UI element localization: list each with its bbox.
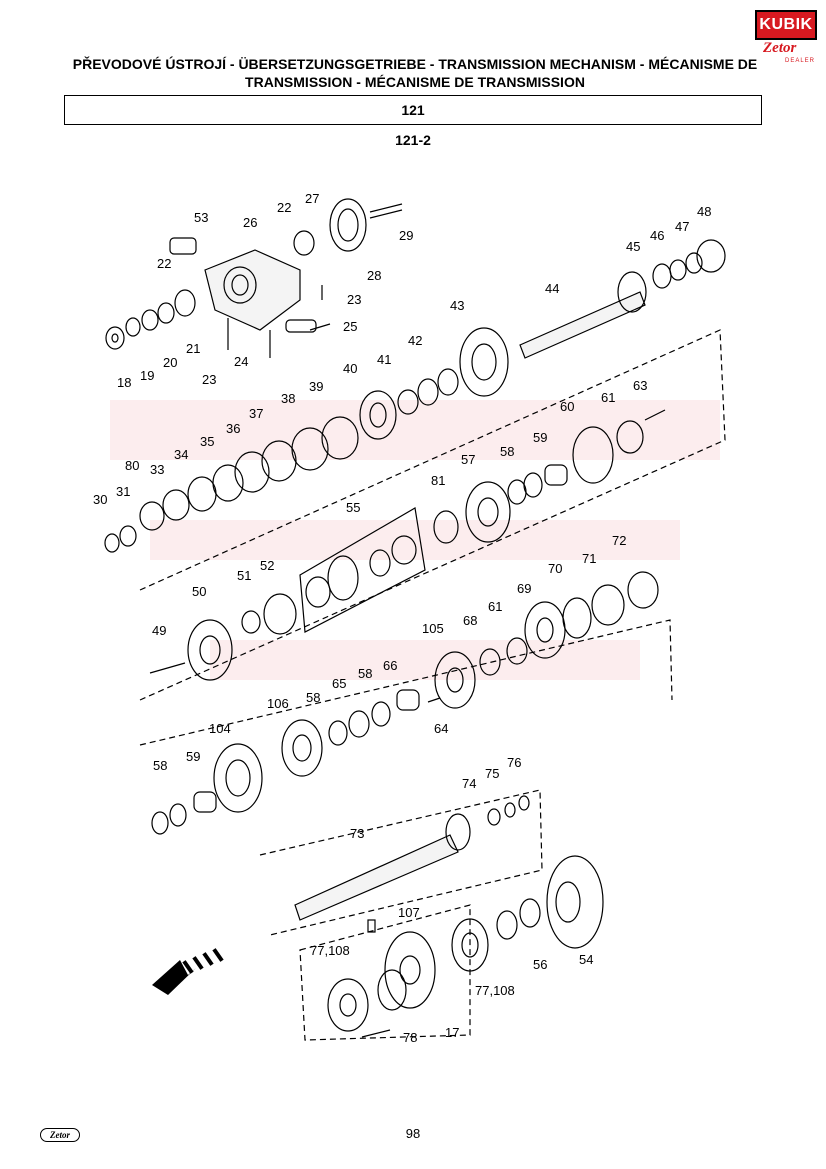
callout-label: 106 (267, 696, 289, 711)
callout-label: 64 (434, 721, 448, 736)
callout-label: 23 (202, 372, 216, 387)
callout-label: 76 (507, 755, 521, 770)
callout-label: 40 (343, 361, 357, 376)
callout-label: 33 (150, 462, 164, 477)
callout-label: 52 (260, 558, 274, 573)
callout-label: 59 (186, 749, 200, 764)
callout-label: 107 (398, 905, 420, 920)
callout-label: 23 (347, 292, 361, 307)
callout-label: 26 (243, 215, 257, 230)
callout-label: 35 (200, 434, 214, 449)
callout-label: 17 (445, 1025, 459, 1040)
callout-label: 37 (249, 406, 263, 421)
callout-label: 54 (579, 952, 593, 967)
callout-label: 18 (117, 375, 131, 390)
logo-brand-text: Zetor (763, 40, 797, 56)
callout-label: 78 (403, 1030, 417, 1045)
callout-label: 69 (517, 581, 531, 596)
callout-label: 22 (277, 200, 291, 215)
callout-label: 66 (383, 658, 397, 673)
callout-label: 38 (281, 391, 295, 406)
callout-label: 58 (358, 666, 372, 681)
callout-label: 56 (533, 957, 547, 972)
callout-label: 61 (488, 599, 502, 614)
callout-label: 59 (533, 430, 547, 445)
callout-label: 43 (450, 298, 464, 313)
callout-label: 73 (350, 826, 364, 841)
callout-label: 77,108 (310, 943, 350, 958)
callout-label: 81 (431, 473, 445, 488)
callout-label: 20 (163, 355, 177, 370)
callout-label: 27 (305, 191, 319, 206)
callout-label: 57 (461, 452, 475, 467)
callout-label: 22 (157, 256, 171, 271)
callout-label: 65 (332, 676, 346, 691)
dealer-logo: KUBIK Zetor DEALER (755, 10, 817, 68)
callout-label: 55 (346, 500, 360, 515)
callout-label: 28 (367, 268, 381, 283)
callout-label: 53 (194, 210, 208, 225)
callout-label: 58 (306, 690, 320, 705)
callout-label: 47 (675, 219, 689, 234)
callout-label: 30 (93, 492, 107, 507)
callout-label: 75 (485, 766, 499, 781)
callout-label: 29 (399, 228, 413, 243)
callout-label: 24 (234, 354, 248, 369)
callout-label: 39 (309, 379, 323, 394)
callout-label: 21 (186, 341, 200, 356)
callout-label: 45 (626, 239, 640, 254)
callout-label: 46 (650, 228, 664, 243)
logo-sub-text: DEALER (785, 58, 816, 64)
callout-label: 63 (633, 378, 647, 393)
page-title: PŘEVODOVÉ ÚSTROJÍ - ÜBERSETZUNGSGETRIEBE… (72, 56, 758, 90)
callout-label: 70 (548, 561, 562, 576)
callout-label: 49 (152, 623, 166, 638)
callout-label: 105 (422, 621, 444, 636)
callout-label: 36 (226, 421, 240, 436)
callout-label: 104 (209, 721, 231, 736)
callout-label: 48 (697, 204, 711, 219)
callout-label: 80 (125, 458, 139, 473)
callout-label: 25 (343, 319, 357, 334)
callout-label: 31 (116, 484, 130, 499)
callout-label: 71 (582, 551, 596, 566)
callout-label: 42 (408, 333, 422, 348)
callout-label: 60 (560, 399, 574, 414)
subgroup-number: 121-2 (395, 132, 431, 148)
footer-logo: Zetor (40, 1128, 80, 1142)
callout-label: 34 (174, 447, 188, 462)
callout-label: 61 (601, 390, 615, 405)
group-number-box: 121 (64, 95, 762, 125)
callout-label: 41 (377, 352, 391, 367)
callout-label: 58 (153, 758, 167, 773)
callout-label: 58 (500, 444, 514, 459)
page-number: 98 (405, 1126, 421, 1141)
watermark (110, 400, 720, 680)
callout-layer: 53 26 22 27 29 28 22 23 25 18 19 20 21 23 24 44 45 46 47 48… (93, 191, 711, 1045)
callout-label: 50 (192, 584, 206, 599)
callout-label: 44 (545, 281, 559, 296)
logo-top-text: KUBIK (755, 10, 817, 40)
callout-label: 51 (237, 568, 251, 583)
callout-label: 74 (462, 776, 476, 791)
callout-label: 19 (140, 368, 154, 383)
callout-label: 68 (463, 613, 477, 628)
callout-label: 72 (612, 533, 626, 548)
callout-label: 77,108 (475, 983, 515, 998)
